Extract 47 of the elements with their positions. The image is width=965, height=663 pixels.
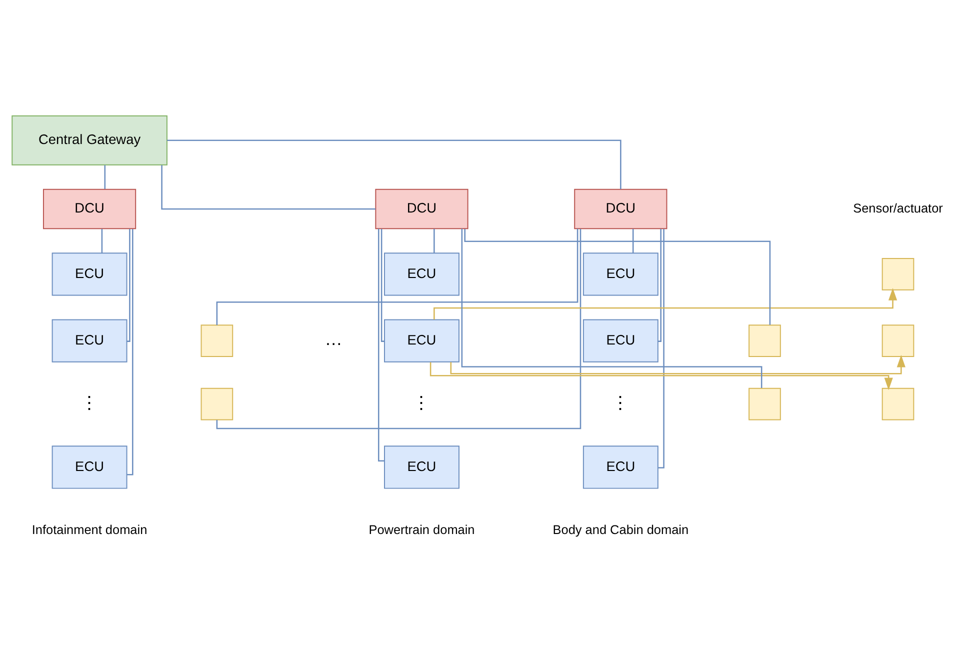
node-box xyxy=(200,324,234,356)
label: Infotainment domain xyxy=(32,521,148,536)
arrow xyxy=(430,362,893,390)
connector xyxy=(127,228,134,475)
node-box: ECU xyxy=(582,445,658,488)
node-box xyxy=(748,387,781,420)
node-box: ECU xyxy=(384,445,460,488)
node-box: DCU xyxy=(42,188,136,229)
node-box: ECU xyxy=(52,445,128,488)
node-box: ECU xyxy=(582,318,658,362)
node-box: ECU xyxy=(52,252,128,296)
node-box: ECU xyxy=(384,252,460,296)
connector xyxy=(126,228,130,342)
node-box: ECU xyxy=(582,252,658,296)
node-box: DCU xyxy=(574,188,668,229)
connector xyxy=(167,139,622,189)
connector xyxy=(378,228,384,461)
connector xyxy=(464,228,771,324)
label: Sensor/actuator xyxy=(853,200,943,215)
label: ⋮ xyxy=(412,392,431,412)
connector xyxy=(161,164,376,210)
connector xyxy=(216,228,582,429)
connector xyxy=(380,228,384,342)
node-box xyxy=(200,387,234,420)
connector xyxy=(216,228,578,325)
node-box: ECU xyxy=(384,318,460,362)
label: ⋮ xyxy=(612,392,630,412)
node-box: ECU xyxy=(52,318,128,362)
node-box: DCU xyxy=(375,188,468,229)
arrow xyxy=(450,354,906,374)
connector xyxy=(104,164,106,189)
label: Body and Cabin domain xyxy=(552,521,689,536)
label: … xyxy=(324,328,342,349)
connector xyxy=(632,228,634,253)
label: Powertrain domain xyxy=(368,521,475,536)
node-box xyxy=(882,258,914,290)
connector xyxy=(658,228,664,468)
label: ⋮ xyxy=(80,392,99,412)
node-box xyxy=(882,324,914,356)
node-box: Central Gateway xyxy=(12,114,168,165)
connector xyxy=(658,228,662,342)
node-box xyxy=(882,387,914,420)
arrow xyxy=(434,287,898,319)
connector xyxy=(434,228,435,253)
connector xyxy=(461,228,762,388)
node-box xyxy=(748,324,781,356)
connector xyxy=(101,228,103,253)
